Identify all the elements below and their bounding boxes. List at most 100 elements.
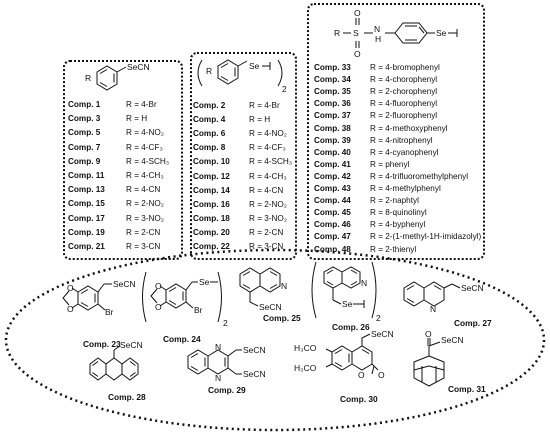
compound-row: Comp. 40 R = 4-cyanophenyl xyxy=(314,148,439,157)
nitrogen-label: N xyxy=(215,342,221,352)
label-comp-24: Comp. 24 xyxy=(163,334,201,344)
structure-benzyl-selenocyanate: R SeCN xyxy=(85,62,150,91)
compound-id: Comp. 10 xyxy=(193,157,230,167)
substituent: R = 4-chorophenyl xyxy=(370,75,438,85)
compound-id: Comp. 40 xyxy=(314,147,351,157)
selenium-label: Se xyxy=(342,299,353,309)
structure-comp-25: N SeCN xyxy=(239,267,287,312)
compound-id: Comp. 13 xyxy=(68,185,105,195)
substituent: R = 4-Br xyxy=(249,101,280,110)
compound-id: Comp. 14 xyxy=(193,185,230,195)
substituent: R = 4-NO₂ xyxy=(126,128,164,138)
substituent: R = 4-CN xyxy=(126,185,161,195)
selenocyanate-label: SeCN xyxy=(243,369,266,379)
substituent: R = 4-byphenyl xyxy=(370,220,426,230)
selenocyanate-label: SeCN xyxy=(461,283,484,293)
structure-comp-28: SeCN xyxy=(89,340,143,381)
substituent: R = 2-CN xyxy=(126,227,161,237)
dimer-subscript: 2 xyxy=(223,318,228,328)
selenocyanate-label: SeCN xyxy=(371,329,394,339)
structure-comp-31: O SeCN xyxy=(413,329,464,387)
substituent: R = 2-fluorophenyl xyxy=(370,111,438,121)
substituent: R = 4-CF₃ xyxy=(249,143,286,153)
substituent: R = 4-trifluoromethylphenyl xyxy=(370,171,469,181)
compound-id: Comp. 9 xyxy=(68,156,101,166)
substituent: R = 4-methoxyphenyl xyxy=(370,123,448,133)
compound-row: Comp. 8 R = 4-CF₃ xyxy=(193,143,286,152)
selenocyanate-label: SeCN xyxy=(113,279,136,289)
label-comp-25: Comp. 25 xyxy=(263,313,301,323)
structure-comp-24: O O Se Br 2 xyxy=(142,271,228,328)
compound-id: Comp. 15 xyxy=(68,199,105,209)
compound-id: Comp. 33 xyxy=(314,63,351,72)
nitrogen-label: N xyxy=(374,24,380,34)
structure-dibenzyl-diselenide: R Se 2 xyxy=(197,59,287,94)
selenocyanate-label: SeCN xyxy=(243,345,266,355)
box-sulfonamide-selenides xyxy=(307,3,485,260)
substituent: R = 4-NO₂ xyxy=(249,129,287,139)
r-group-label: R xyxy=(334,28,340,38)
sulfur-label: S xyxy=(353,28,359,38)
substituent: R = 2-(1-methyl-1H-imidazolyl) xyxy=(370,232,482,242)
carbonyl-oxygen-label: O xyxy=(378,370,385,380)
label-comp-29: Comp. 29 xyxy=(208,385,246,395)
bromine-label: Br xyxy=(105,307,114,317)
substituent: R = 4-fluorophenyl xyxy=(370,99,438,109)
dimer-subscript: 2 xyxy=(282,84,287,94)
substituent: R = 4-bromophenyl xyxy=(370,63,440,72)
compound-id: Comp. 8 xyxy=(193,143,226,153)
selenocyanate-label: SeCN xyxy=(120,340,143,350)
compound-id: Comp. 36 xyxy=(314,99,351,109)
structure-sulfonamide: R S O O N H Se xyxy=(334,8,458,59)
compound-id: Comp. 12 xyxy=(193,171,230,181)
compound-id: Comp. 18 xyxy=(193,213,230,223)
methoxy-label: H₃CO xyxy=(294,363,317,373)
compound-id: Comp. 39 xyxy=(314,135,351,145)
box-dibenzyl-diselenides xyxy=(190,52,297,260)
compound-row: Comp. 42 R = 4-trifluoromethylphenyl xyxy=(314,172,468,181)
compound-id: Comp. 22 xyxy=(193,242,230,251)
structure-comp-23: O O SeCN Br xyxy=(62,279,136,317)
substituent: R = 4-methylphenyl xyxy=(370,184,441,193)
substituent: R = 8-quinolinyl xyxy=(370,208,427,218)
structure-comp-30: SeCN H₃CO H₃CO O O xyxy=(294,329,394,380)
compound-id: Comp. 7 xyxy=(68,142,101,152)
selenocyanate-label: SeCN xyxy=(127,62,150,72)
substituent: R = 2-thienyl xyxy=(370,244,417,254)
label-comp-27: Comp. 27 xyxy=(454,318,492,328)
oxygen-label: O xyxy=(67,283,74,293)
compound-row: Comp. 22 R = 3-CN xyxy=(193,242,283,251)
selenium-label: Se xyxy=(249,61,260,71)
compound-id: Comp. 20 xyxy=(193,227,230,237)
compound-id: Comp. 2 xyxy=(193,101,226,110)
substituent: R = 3-CN xyxy=(249,242,284,251)
substituent: R = 4-cyanophenyl xyxy=(370,147,439,157)
substituent: R = 2-chorophenyl xyxy=(370,87,438,97)
substituent: R = 3-NO₂ xyxy=(249,213,287,223)
substituent: R = 4-CH₃ xyxy=(126,171,164,180)
compound-id: Comp. 42 xyxy=(314,171,351,181)
compound-row: Comp. 33 R = 4-bromophenyl xyxy=(314,63,440,72)
compound-row: Comp. 18 R = 3-NO₂ xyxy=(193,214,287,223)
substituent: R = 4-nitrophenyl xyxy=(370,135,433,145)
compound-id: Comp. 17 xyxy=(68,213,105,223)
oxygen-label: O xyxy=(67,304,74,314)
substituent: R = 4-CN xyxy=(249,185,284,195)
compound-id: Comp. 44 xyxy=(314,196,351,206)
structure-comp-29: N N SeCN SeCN xyxy=(187,342,266,383)
label-comp-28: Comp. 28 xyxy=(108,392,146,402)
